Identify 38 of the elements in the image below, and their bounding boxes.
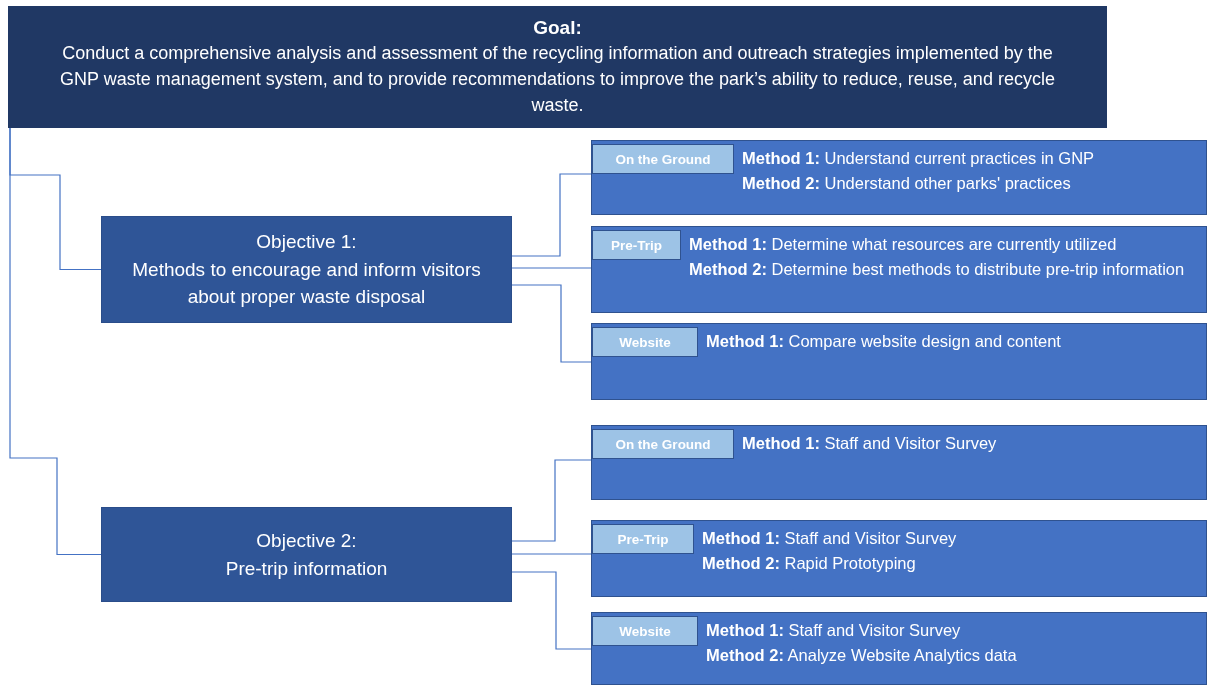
method-text: Method 2: Rapid Prototyping — [702, 552, 917, 574]
method-text: Method 1: Compare website design and content — [706, 331, 1062, 352]
method-text: Method 2: Analyze Website Analytics data — [706, 644, 1018, 666]
method-box — [591, 226, 1207, 313]
category-tab: Pre-Trip — [592, 524, 694, 554]
method-box — [591, 140, 1207, 215]
goal-text: Conduct a comprehensive analysis and assessment of the recycling information and outreach strategies implemented by the GNP waste management system, and to provide recommendations to improve the park’s ability to reduce, reuse, and recycle waste. — [59, 42, 1056, 118]
category-tab: Website — [592, 616, 698, 646]
objective-heading: Objective 2: — [256, 528, 357, 553]
objective-text: Pre-trip information — [225, 556, 388, 581]
connector-line — [9, 127, 102, 556]
objective-box — [101, 216, 512, 323]
category-tab: On the Ground — [592, 144, 734, 174]
objective-heading: Objective 1: — [256, 230, 357, 255]
connector-line — [511, 267, 592, 269]
objective-box — [101, 507, 512, 602]
connector-line — [511, 459, 592, 542]
method-text: Method 1: Understand current practices in GNP — [742, 148, 1096, 169]
method-text: Method 1: Staff and Visitor Survey — [706, 620, 962, 641]
connector-line — [511, 284, 592, 363]
connector-line — [511, 571, 592, 650]
category-tab: On the Ground — [592, 429, 734, 459]
objective-text: Methods to encourage and inform visitors about proper waste disposal — [131, 257, 482, 310]
method-text: Method 1: Staff and Visitor Survey — [702, 528, 958, 549]
connector-line — [511, 553, 592, 555]
goal-heading: Goal: — [533, 15, 582, 40]
method-box — [591, 425, 1207, 500]
method-text: Method 1: Determine what resources are currently utilized — [689, 234, 1118, 255]
method-text: Method 2: Determine best methods to distribute pre-trip information — [689, 258, 1186, 280]
goal-box — [8, 6, 1107, 128]
category-tab: Pre-Trip — [592, 230, 681, 260]
method-box — [591, 612, 1207, 685]
method-text: Method 2: Understand other parks' practices — [742, 172, 1072, 194]
category-tab: Website — [592, 327, 698, 357]
method-box — [591, 323, 1207, 400]
method-text: Method 1: Staff and Visitor Survey — [742, 433, 998, 454]
connector-line — [511, 173, 592, 257]
method-box — [591, 520, 1207, 597]
